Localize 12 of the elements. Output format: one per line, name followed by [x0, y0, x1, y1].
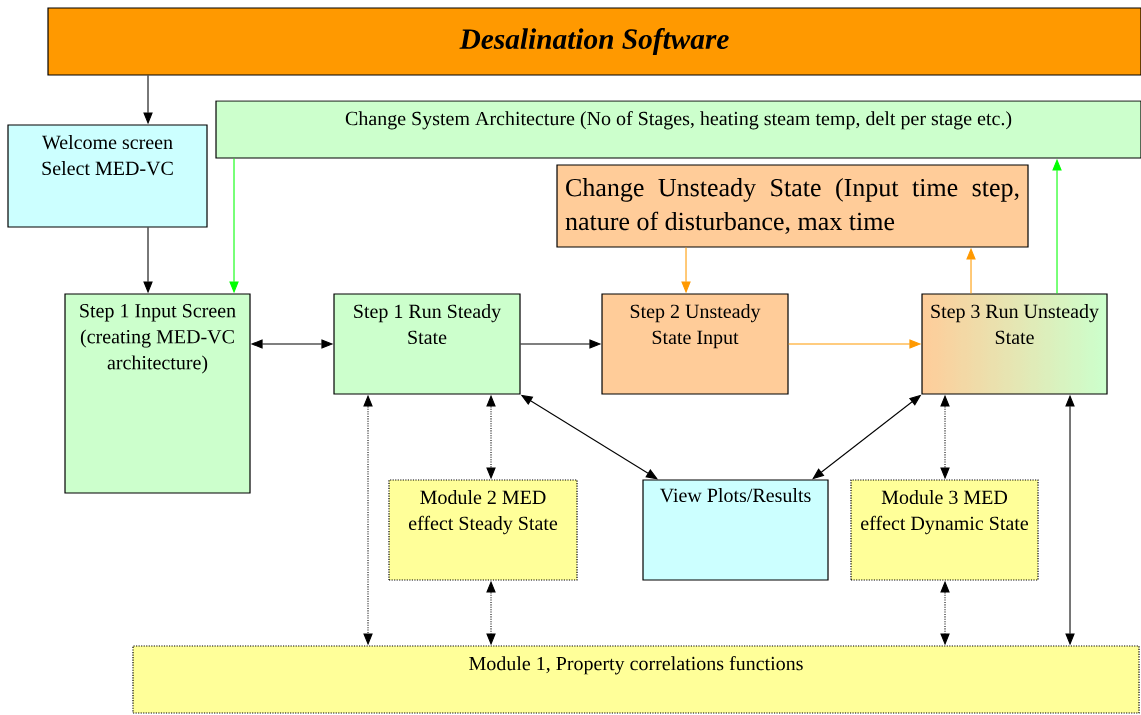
process-box: Step 2 Unsteady State Input [601, 293, 789, 395]
process-box: Step 3 Run Unsteady State [921, 293, 1108, 395]
process-box: Step 1 Input Screen (creating MED-VC architecture) [64, 293, 251, 494]
module-box: Module 1, Property correlations functions [132, 645, 1140, 714]
title-banner: Desalination Software [47, 7, 1141, 76]
process-box: Change System Architecture (No of Stages, heating steam temp, delt per stage etc.) [215, 100, 1141, 159]
module-box: Module 3 MED effect Dynamic State [850, 479, 1039, 581]
process-box: Change Unsteady State (Input time step, nature of disturbance, max time [556, 164, 1029, 248]
module-box: Module 2 MED effect Steady State [388, 479, 578, 581]
screen-box: Welcome screen Select MED-VC [7, 124, 208, 228]
screen-box: View Plots/Results [642, 479, 829, 581]
process-box: Step 1 Run Steady State [333, 293, 521, 395]
